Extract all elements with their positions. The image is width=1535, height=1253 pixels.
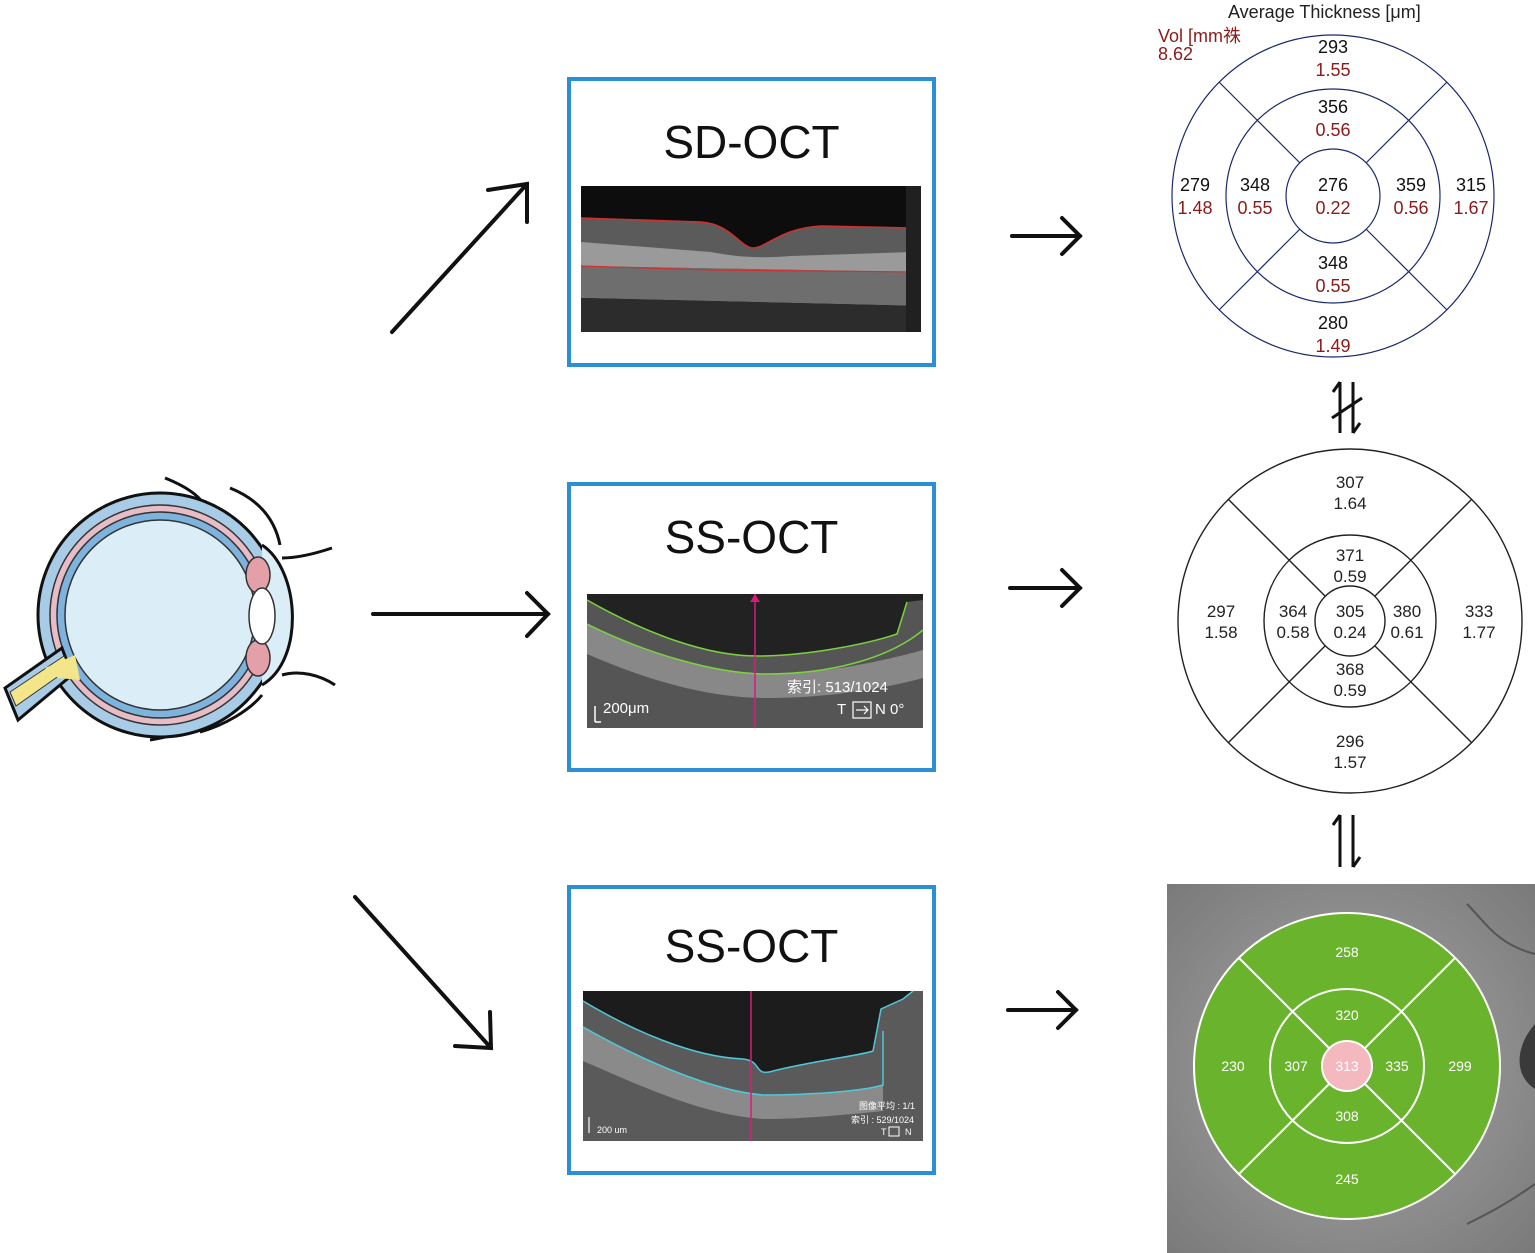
panel-title: SD-OCT bbox=[663, 116, 840, 168]
ss-oct-scan-image-1: 索引: 513/1024 200μm T N 0° bbox=[587, 594, 923, 728]
ss-oct-thickness-map-1 bbox=[1177, 448, 1523, 794]
arrow-to-sd bbox=[390, 182, 529, 334]
sd-oct-panel: SD-OCT bbox=[567, 77, 936, 367]
ss-oct-panel-2: SS-OCT 图像平均 : 1/1 索引 : 529/1024 200 um T… bbox=[567, 885, 936, 1175]
ss2-map-cell-inner_inf: 308 bbox=[1335, 1108, 1359, 1124]
orientation-n-label: N bbox=[905, 1127, 912, 1137]
volume-label: Vol [mm祩 bbox=[1158, 26, 1242, 46]
ss2-map-cell-inner_nasal: 335 bbox=[1385, 1058, 1409, 1074]
ss-oct-panel-1: SS-OCT 索引: 513/1024 200μm T N 0° bbox=[567, 482, 936, 772]
orientation-t-label: T bbox=[837, 701, 847, 718]
sd-oct-scan-image bbox=[581, 186, 921, 332]
map-header: Average Thickness [μm] bbox=[1228, 2, 1421, 22]
ss-oct-fundus-map bbox=[1167, 884, 1535, 1253]
orientation-t-label: T bbox=[881, 1127, 887, 1137]
ss2-map-cell-center: 313 bbox=[1335, 1058, 1359, 1074]
scan-index-label: 索引 : 529/1024 bbox=[851, 1115, 915, 1125]
scale-bar-label: 200 um bbox=[597, 1125, 628, 1135]
scale-bar-label: 200μm bbox=[603, 700, 650, 717]
not-equivalent-symbol bbox=[1331, 381, 1363, 434]
ss2-map-cell-inner_temp: 307 bbox=[1284, 1058, 1308, 1074]
arrow-to-ss2 bbox=[353, 895, 493, 1050]
eye-illustration bbox=[3, 476, 336, 742]
ss2-map-cell-outer_inf: 245 bbox=[1335, 1171, 1359, 1187]
ss2-map-cell-inner_sup: 320 bbox=[1335, 1007, 1359, 1023]
ss2-map-cell-outer_sup: 258 bbox=[1335, 944, 1359, 960]
panel-title: SS-OCT bbox=[664, 511, 839, 563]
volume-value: 8.62 bbox=[1158, 44, 1194, 64]
ss2-map-cell-outer_temp: 230 bbox=[1221, 1058, 1245, 1074]
sd-oct-thickness-map: Average Thickness [μm] Vol [mm祩 8.62 bbox=[1150, 0, 1535, 370]
image-average-label: 图像平均 : 1/1 bbox=[859, 1101, 916, 1111]
scan-index-label: 索引: 513/1024 bbox=[787, 679, 888, 696]
panel-title: SS-OCT bbox=[664, 920, 839, 972]
orientation-n-label: N 0° bbox=[875, 701, 905, 718]
ss2-map-cell-outer_nasal: 299 bbox=[1448, 1058, 1472, 1074]
ss-oct-scan-image-2: 图像平均 : 1/1 索引 : 529/1024 200 um T N bbox=[583, 991, 923, 1141]
equivalent-symbol bbox=[1331, 814, 1362, 868]
